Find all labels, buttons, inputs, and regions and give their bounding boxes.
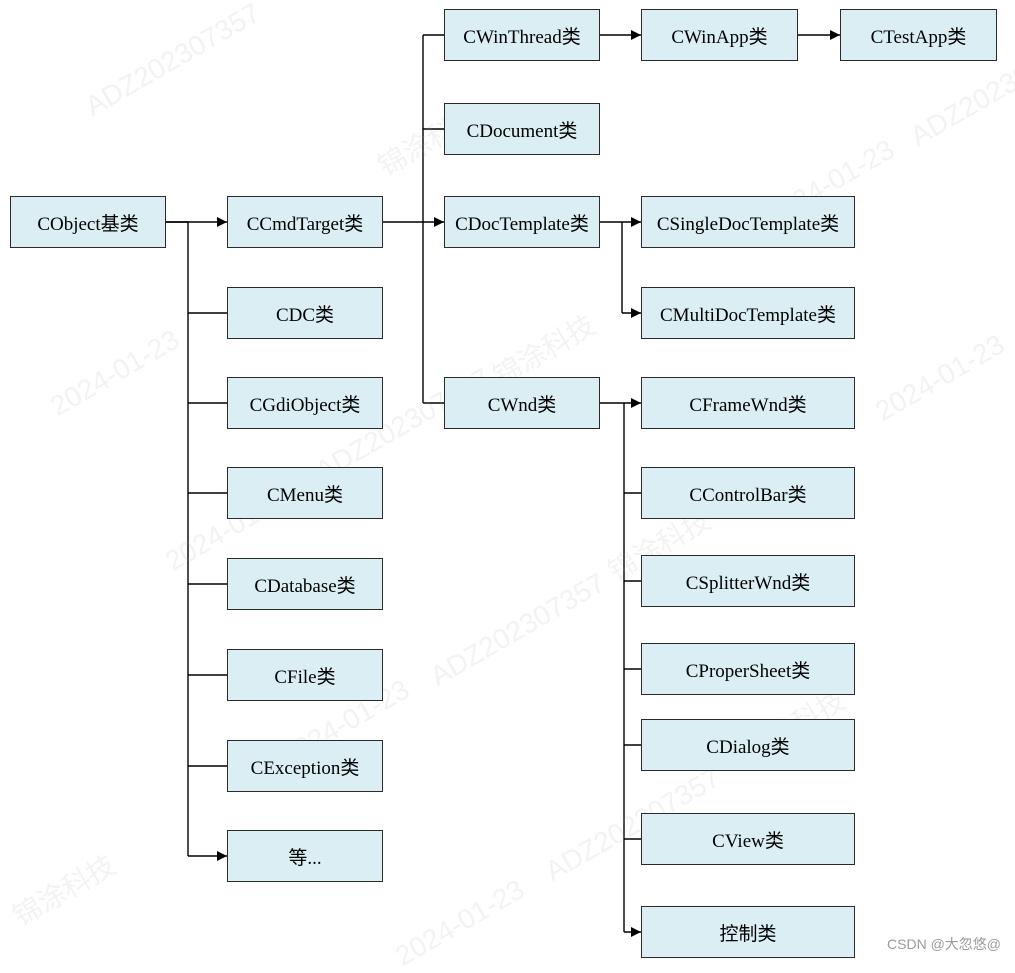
node-ccmdtarget: CCmdTarget类 — [227, 196, 383, 248]
node-cdatabase: CDatabase类 — [227, 558, 383, 610]
node-cdoctemplate: CDocTemplate类 — [444, 196, 600, 248]
node-cgdiobject: CGdiObject类 — [227, 377, 383, 429]
node-cexception: CException类 — [227, 740, 383, 792]
node-cfile: CFile类 — [227, 649, 383, 701]
node-cmenu: CMenu类 — [227, 467, 383, 519]
node-cwinapp: CWinApp类 — [641, 9, 798, 61]
node-cpropersheet: CProperSheet类 — [641, 643, 855, 695]
node-cmultidoctemplate: CMultiDocTemplate类 — [641, 287, 855, 339]
node-cframewnd: CFrameWnd类 — [641, 377, 855, 429]
node-controls: 控制类 — [641, 906, 855, 958]
node-cwnd: CWnd类 — [444, 377, 600, 429]
trunk-cobject — [165, 221, 189, 856]
node-cwinthread: CWinThread类 — [444, 9, 600, 61]
node-csplitterwnd: CSplitterWnd类 — [641, 555, 855, 607]
node-etc: 等... — [227, 830, 383, 882]
node-cdialog: CDialog类 — [641, 719, 855, 771]
node-cview: CView类 — [641, 813, 855, 865]
node-cobject: CObject基类 — [10, 196, 166, 248]
node-cdc: CDC类 — [227, 287, 383, 339]
node-ccontrolbar: CControlBar类 — [641, 467, 855, 519]
node-ctestapp: CTestApp类 — [840, 9, 997, 61]
node-cdocument: CDocument类 — [444, 103, 600, 155]
source-credit: CSDN @大忽悠@ — [887, 936, 1001, 952]
node-csingledoctemplate: CSingleDocTemplate类 — [641, 196, 855, 248]
